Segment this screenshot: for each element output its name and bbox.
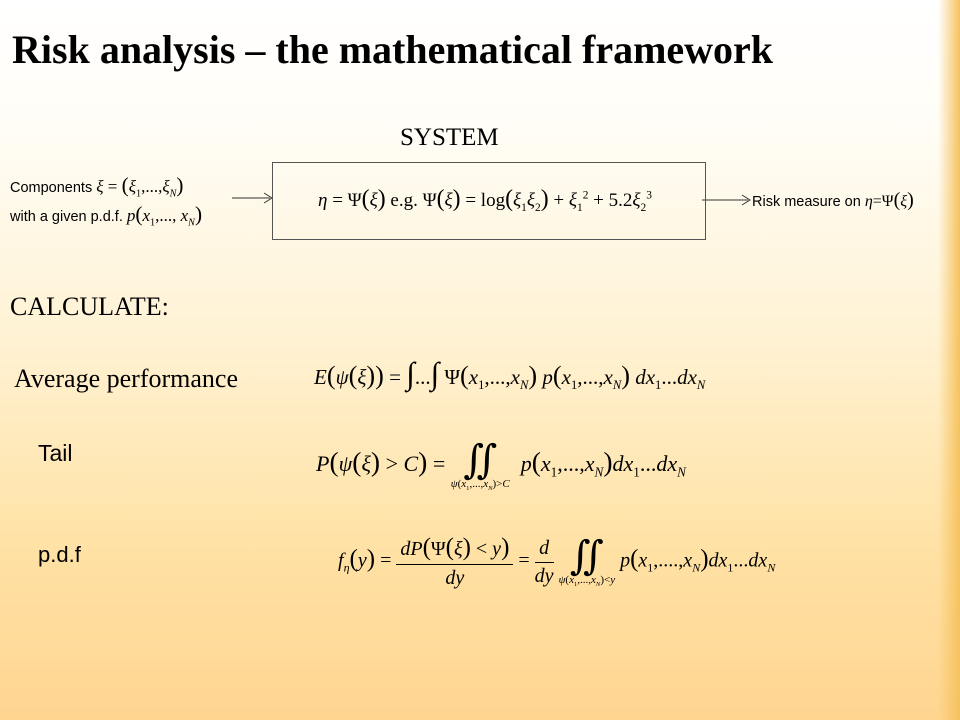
pdf-given-line: with a given p.d.f. p(x1,..., xN) [10,202,202,228]
pdf-formula: fη(y) = dP(Ψ(ξ) < y) dy = d dy ∬ ψ(x1,..… [338,532,776,590]
tail-double-integral: ∬ ψ(x1,...,xN)>C [450,437,510,493]
components-text: Components [10,180,93,196]
slide-title: Risk analysis – the mathematical framewo… [12,27,774,72]
system-formula: η = Ψ(ξ) e.g. Ψ(ξ) = log(ξ1ξ2) + ξ12 + 5… [318,186,652,214]
risk-measure-text: Risk measure on [752,194,861,210]
average-performance-label: Average performance [14,364,238,393]
right-edge-accent [938,0,960,720]
pdf-given-text: with a given p.d.f. [10,209,123,225]
tail-label: Tail [38,440,73,466]
system-box [272,162,706,240]
components-line: Components ξ = (ξ1,...,ξN) [10,173,183,199]
risk-measure-formula: η=Ψ(ξ) [864,189,914,211]
expectation-formula: E(ψ(ξ)) = ∫...∫ Ψ(x1,...,xN) p(x1,...,xN… [314,356,706,393]
tail-formula: P(ψ(ξ) > C) = ∬ ψ(x1,...,xN)>C p(x1,...,… [316,437,686,493]
pdf-given-formula: p(x1,..., xN) [126,202,203,229]
output-arrow [702,194,751,206]
pdf-label: p.d.f [38,542,81,567]
pdf-double-integral: ∬ ψ(x1,...,xN)<y [558,532,616,589]
pdf-d-dy-fraction: d dy [534,536,554,587]
system-label: SYSTEM [400,124,499,151]
risk-measure-line: Risk measure on η=Ψ(ξ) [752,189,914,212]
input-arrow [232,192,273,204]
pdf-derivative-fraction: dP(Ψ(ξ) < y) dy [396,534,514,590]
components-formula: ξ = (ξ1,...,ξN) [96,173,184,200]
calculate-label: CALCULATE: [10,292,169,321]
